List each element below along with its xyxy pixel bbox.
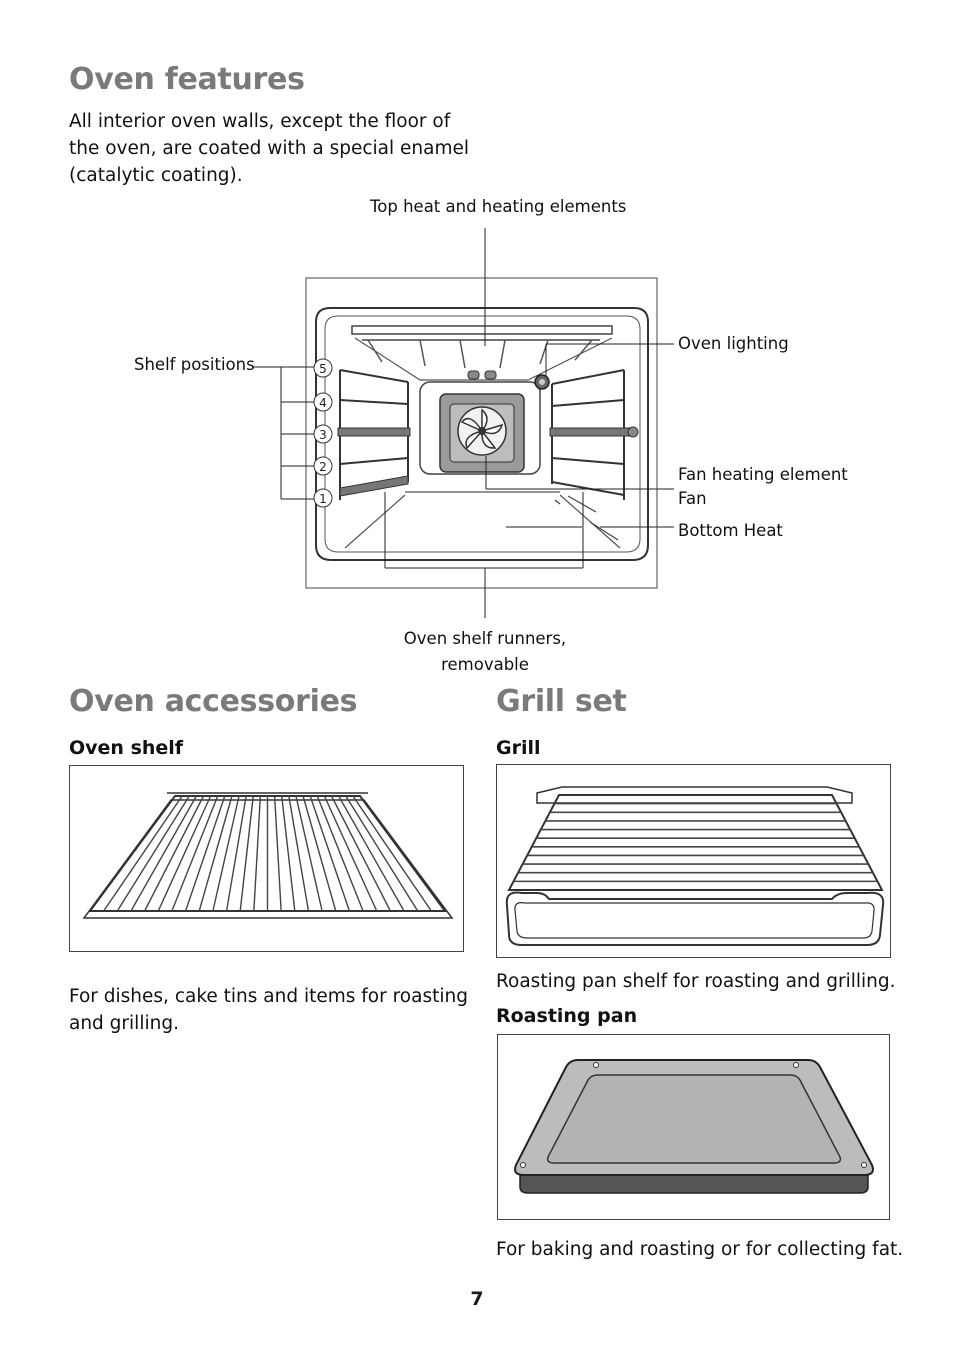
shelf-wire: [273, 795, 282, 912]
shelf-number-2: 2: [319, 460, 327, 474]
shelf-wire: [323, 795, 378, 912]
shelf-wire: [157, 795, 212, 912]
oven-features-title: Oven features: [69, 62, 305, 97]
grill-drawing: [505, 786, 885, 946]
shelf-wire: [281, 795, 296, 912]
grill-illustration: [496, 764, 891, 958]
grill-bars: [513, 802, 878, 883]
roasting-pan-illustration: [497, 1034, 890, 1220]
shelf-wire: [225, 795, 247, 912]
shelf-wire: [316, 795, 364, 912]
shelf-bars: [103, 795, 432, 912]
label-bottom-heat: Bottom Heat: [678, 521, 783, 540]
shelf-wire: [338, 795, 405, 912]
shelf-wire: [171, 795, 219, 912]
oven-diagram-drawing: 5 4 3 2 1: [252, 228, 674, 618]
oven-accessories-title: Oven accessories: [69, 684, 358, 719]
shelf-wire: [130, 795, 197, 912]
roasting-pan-heading: Roasting pan: [496, 1005, 638, 1027]
shelf-number-4: 4: [319, 396, 327, 410]
roasting-pan-description: For baking and roasting or for collectin…: [496, 1239, 904, 1260]
label-fan: Fan: [678, 489, 707, 508]
shelf-wire: [103, 795, 183, 912]
shelf-wire: [352, 795, 432, 912]
shelf-wire: [212, 795, 240, 912]
shelf-wire: [295, 795, 323, 912]
shelf-wire: [302, 795, 337, 912]
page-number: 7: [470, 1288, 484, 1310]
shelf-wire: [116, 795, 190, 912]
oven-shelf-heading: Oven shelf: [69, 737, 184, 759]
oven-diagram: 5 4 3 2 1: [0, 190, 954, 690]
shelf-wire: [309, 795, 351, 912]
shelf-number-1: 1: [319, 492, 327, 506]
shelf-wire: [198, 795, 233, 912]
label-runners-line1: Oven shelf runners,: [403, 629, 567, 648]
label-runners-line2: removable: [441, 655, 529, 674]
grill-set-title: Grill set: [496, 684, 627, 719]
shelf-wire: [330, 795, 392, 912]
shelf-wire: [143, 795, 205, 912]
grill-description: Roasting pan shelf for roasting and gril…: [496, 971, 896, 992]
shelf-wire: [184, 795, 226, 912]
oven-features-intro: All interior oven walls, except the floo…: [69, 111, 470, 186]
shelf-wire: [345, 795, 419, 912]
roasting-pan-drawing: [514, 1059, 874, 1194]
shelf-wire: [288, 795, 310, 912]
label-shelf-positions: Shelf positions: [134, 355, 255, 374]
shelf-wire: [253, 795, 262, 912]
shelf-number-5: 5: [319, 362, 327, 376]
shelf-wire: [239, 795, 254, 912]
label-top-heat: Top heat and heating elements: [370, 197, 627, 216]
grill-heading: Grill: [496, 737, 541, 759]
label-fan-heating-element: Fan heating element: [678, 465, 848, 484]
shelf-number-3: 3: [319, 428, 327, 442]
oven-shelf-illustration: [69, 765, 464, 952]
shelf-number-markers: 5 4 3 2 1: [313, 358, 333, 508]
label-oven-lighting: Oven lighting: [678, 334, 789, 353]
oven-shelf-description: For dishes, cake tins and items for roas…: [69, 986, 468, 1034]
oven-shelf-drawing: [82, 792, 454, 919]
